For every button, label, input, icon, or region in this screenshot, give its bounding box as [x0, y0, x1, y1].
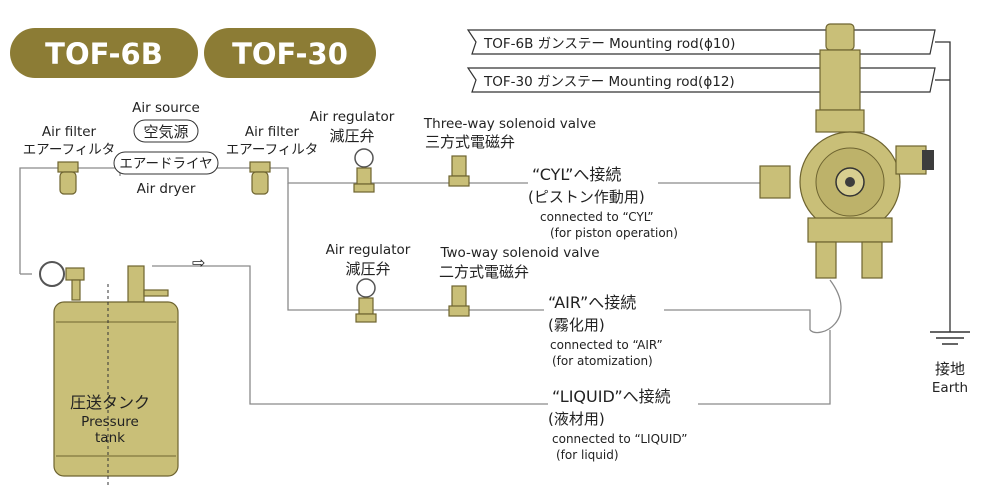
three-way-valve-label-jp: 三方式電磁弁	[425, 133, 515, 151]
air-filter-left-label-en: Air filter	[42, 124, 97, 140]
mounting-rod-tof-6b: TOF-6B ガンステー Mounting rod(ϕ10)	[466, 29, 936, 55]
flow-arrow-icon: ⇨	[192, 253, 205, 272]
earth-label-jp: 接地	[935, 360, 965, 378]
rod-tof-6b-label: TOF-6B ガンステー Mounting rod(ϕ10)	[483, 36, 735, 52]
spray-gun	[759, 23, 934, 279]
air-label-jp1: “AIR”へ接続	[548, 293, 636, 312]
badge-tof-6b: TOF-6B	[10, 28, 198, 78]
air-filter-right-label-jp: エアーフィルタ	[226, 142, 319, 158]
tank-label-en1: Pressure	[81, 414, 139, 430]
air-source-label-jp: 空気源	[143, 123, 188, 141]
cyl-connection-label: “CYL”へ接続 (ピストン作動用) connected to “CYL” (f…	[528, 162, 678, 240]
pressure-tank: 圧送タンク Pressure tank	[39, 261, 179, 486]
liquid-label-jp1: “LIQUID”へ接続	[552, 387, 671, 406]
two-way-valve-label-en: Two-way solenoid valve	[439, 245, 599, 261]
air-regulator-bottom	[355, 278, 377, 323]
tank-label-en2: tank	[95, 430, 125, 446]
air-filter-left-label-jp: エアーフィルタ	[23, 142, 116, 158]
air-filter-right	[249, 161, 271, 195]
tank-label-jp: 圧送タンク	[70, 393, 150, 412]
badge-tof-30-label: TOF-30	[232, 37, 348, 71]
regulator-bottom-label-jp: 減圧弁	[345, 260, 390, 278]
air-filter-right-label-en: Air filter	[245, 124, 300, 140]
air-filter-left	[57, 161, 79, 195]
liquid-label-en2: (for liquid)	[556, 448, 619, 462]
badge-tof-30: TOF-30	[204, 28, 376, 78]
air-connection-label: “AIR”へ接続 (霧化用) connected to “AIR” (for a…	[544, 290, 664, 368]
air-label-jp2: (霧化用)	[548, 316, 605, 334]
cyl-label-en1: connected to “CYL”	[540, 210, 654, 224]
earth-label-en: Earth	[932, 380, 968, 396]
air-dryer-label-en: Air dryer	[137, 181, 196, 197]
cyl-label-en2: (for piston operation)	[550, 226, 678, 240]
liquid-label-en1: connected to “LIQUID”	[552, 432, 688, 446]
two-way-valve-label-jp: 二方式電磁弁	[439, 263, 529, 281]
earth-ground-symbol: 接地 Earth	[930, 331, 970, 396]
two-way-solenoid-valve	[448, 285, 470, 317]
air-label-en2: (for atomization)	[552, 354, 653, 368]
mounting-rod-tof-30: TOF-30 ガンステー Mounting rod(ϕ12)	[466, 67, 936, 93]
regulator-top-label-jp: 減圧弁	[329, 127, 374, 145]
air-source-label-en: Air source	[132, 100, 200, 116]
liquid-label-jp2: (液材用)	[548, 410, 605, 428]
cyl-label-jp1: “CYL”へ接続	[532, 165, 621, 184]
badge-tof-6b-label: TOF-6B	[45, 37, 163, 71]
liquid-connection-label: “LIQUID”へ接続 (液材用) connected to “LIQUID” …	[548, 384, 698, 462]
regulator-bottom-label-en: Air regulator	[326, 242, 411, 258]
cyl-label-jp2: (ピストン作動用)	[528, 188, 645, 206]
air-dryer-label-jp: エアードライヤ	[119, 156, 212, 172]
air-label-en1: connected to “AIR”	[550, 338, 663, 352]
air-source: 空気源	[133, 119, 199, 143]
three-way-solenoid-valve	[448, 155, 470, 187]
air-regulator-top	[353, 148, 375, 193]
three-way-valve-label-en: Three-way solenoid valve	[423, 116, 596, 132]
rod-tof-30-label: TOF-30 ガンステー Mounting rod(ϕ12)	[483, 74, 735, 90]
regulator-top-label-en: Air regulator	[310, 109, 395, 125]
air-dryer: エアードライヤ	[113, 151, 219, 175]
